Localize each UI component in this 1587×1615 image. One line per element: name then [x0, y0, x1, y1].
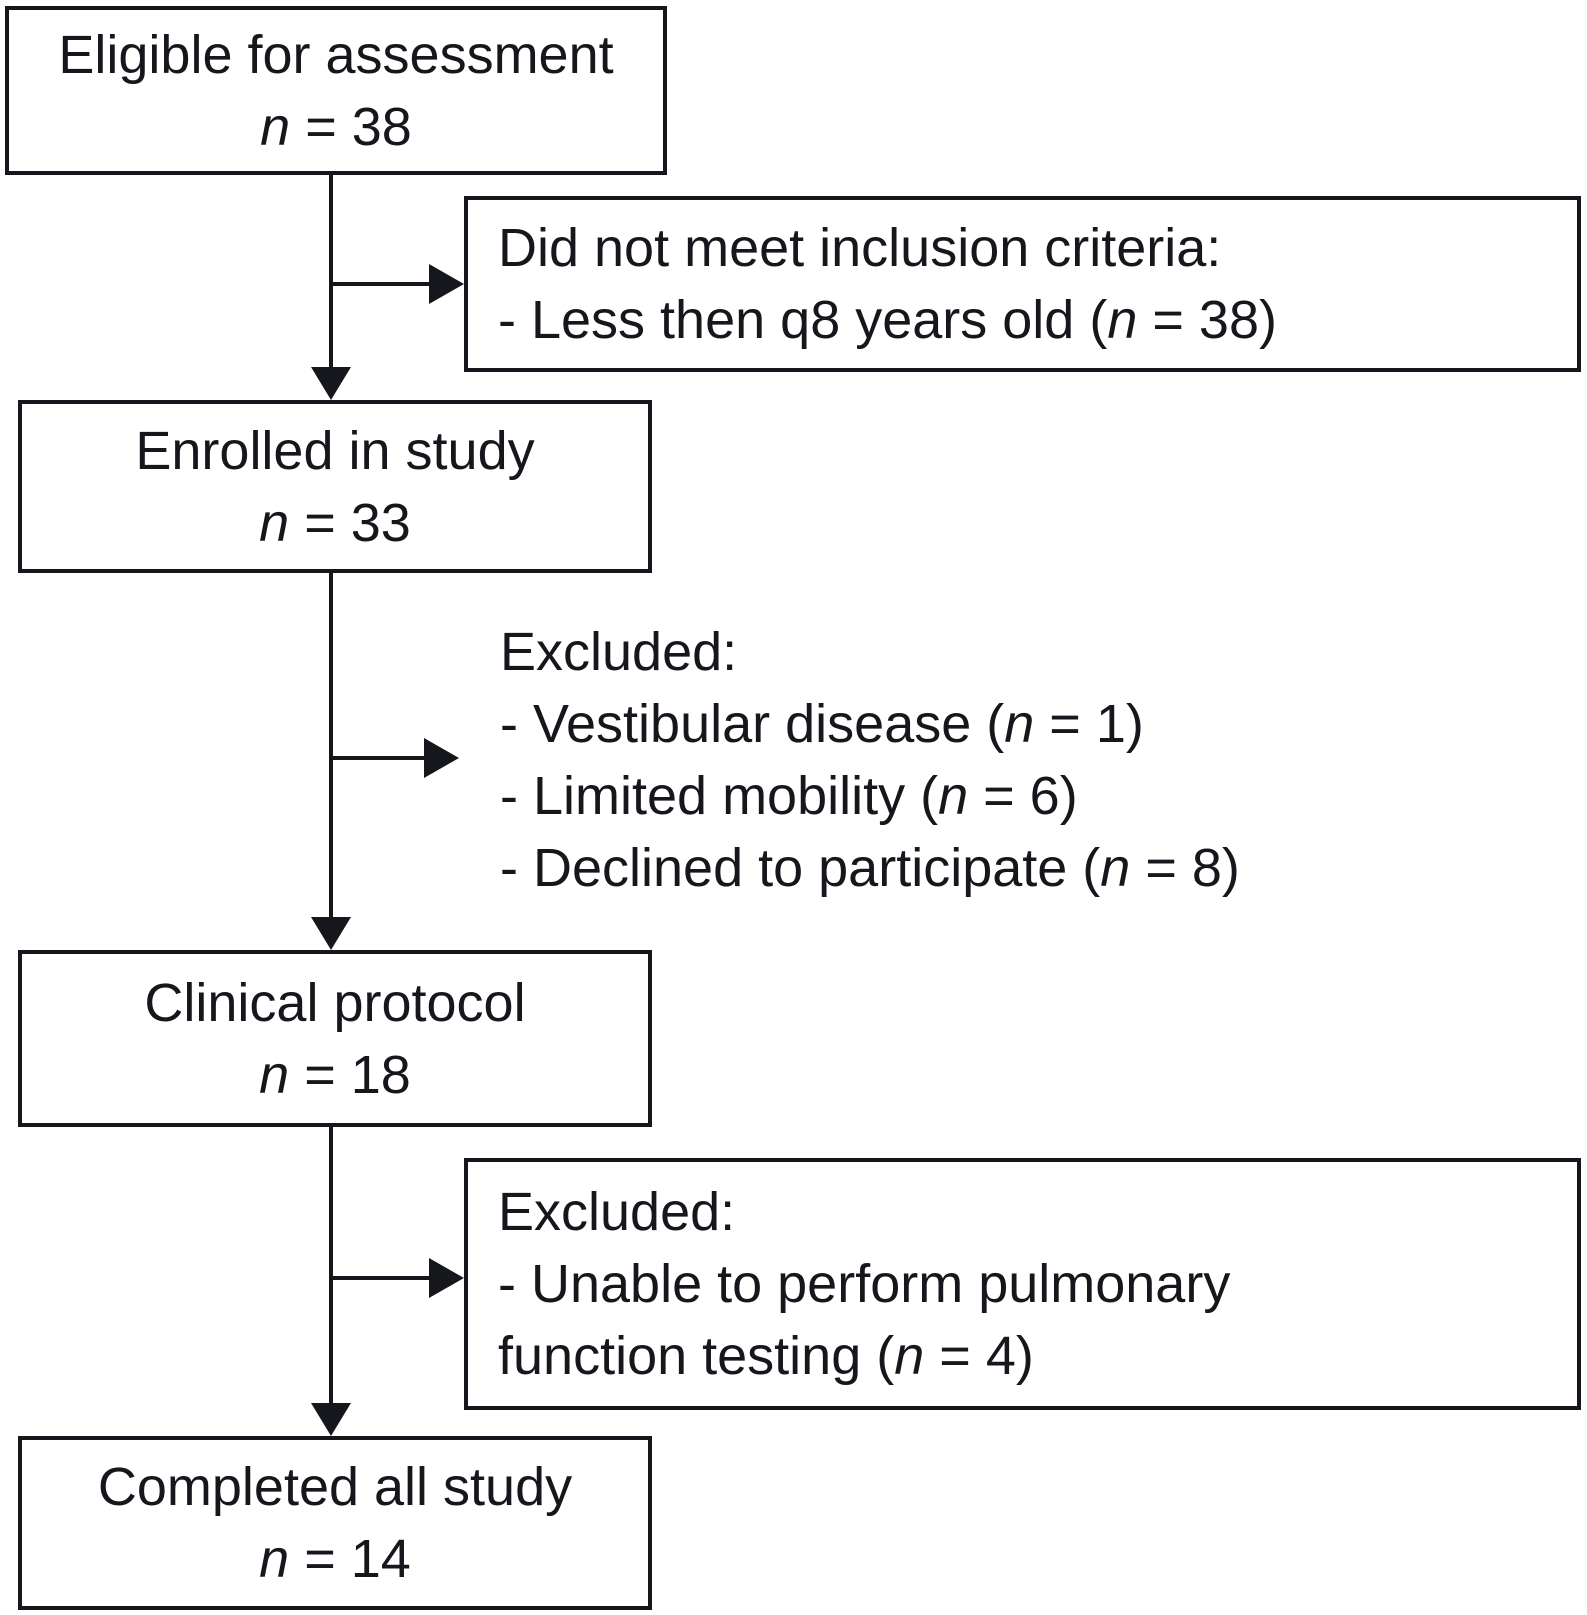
box-count: n = 38 [260, 96, 412, 157]
text-line: - Vestibular disease (n = 1) [500, 694, 1144, 754]
flow-box-enrolled: Enrolled in study n = 33 [18, 400, 652, 573]
box-line: Enrolled in study [135, 420, 535, 481]
box-line: Completed all study [97, 1457, 573, 1517]
down-arrowhead-clinical-icon [311, 917, 351, 950]
connector-line-eligible-enrolled [329, 173, 333, 372]
box-count: n = 14 [259, 1529, 411, 1589]
flow-box-completed: Completed all study n = 14 [18, 1436, 652, 1610]
box-line: Excluded: [498, 1182, 736, 1242]
branch-line-excluded-2 [331, 1276, 432, 1280]
box-line: - Less then q8 years old (n = 38) [498, 290, 1277, 350]
right-arrowhead-excluded-2-icon [429, 1258, 464, 1298]
box-line: Did not meet inclusion criteria: [498, 218, 1222, 278]
box-line: Clinical protocol [144, 972, 526, 1033]
text-line: - Limited mobility (n = 6) [500, 766, 1078, 826]
box-count: n = 33 [259, 492, 411, 553]
flow-box-eligible: Eligible for assessment n = 38 [5, 6, 667, 175]
text-line: - Declined to participate (n = 8) [500, 838, 1240, 898]
text-line: Excluded: [500, 622, 738, 682]
box-line: Eligible for assessment [58, 24, 614, 85]
down-arrowhead-completed-icon [311, 1403, 351, 1436]
branch-line-inclusion [331, 282, 432, 286]
flow-box-clinical-protocol: Clinical protocol n = 18 [18, 950, 652, 1127]
connector-line-clinical-completed [329, 1122, 333, 1406]
right-arrowhead-inclusion-icon [429, 264, 464, 304]
side-box-inclusion-criteria: Did not meet inclusion criteria: - Less … [464, 196, 1581, 372]
side-box-pulmonary-exclusion: Excluded: - Unable to perform pulmonary … [464, 1158, 1581, 1410]
branch-line-excluded-1 [331, 756, 426, 760]
box-line: function testing (n = 4) [498, 1326, 1034, 1386]
down-arrowhead-enrolled-icon [311, 367, 351, 400]
box-count: n = 18 [259, 1044, 411, 1105]
box-line: - Unable to perform pulmonary [498, 1254, 1231, 1314]
right-arrowhead-excluded-1-icon [424, 738, 459, 778]
connector-line-enrolled-clinical [329, 571, 333, 922]
text-block-exclusions: Excluded: - Vestibular disease (n = 1) -… [500, 616, 1460, 904]
